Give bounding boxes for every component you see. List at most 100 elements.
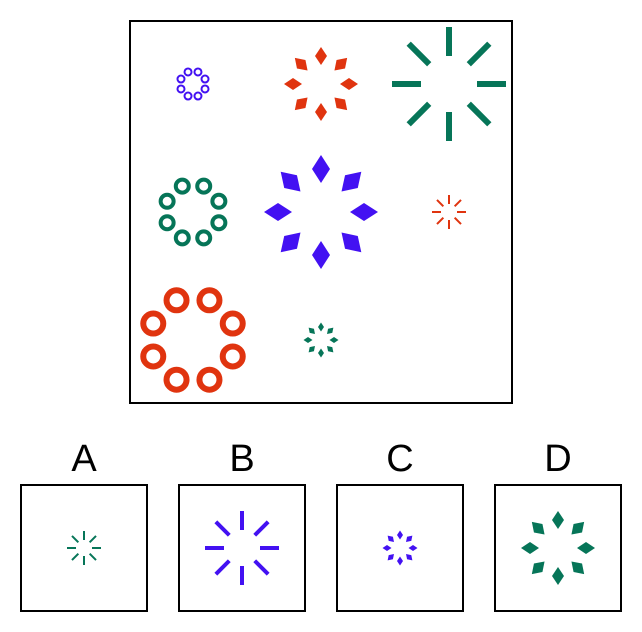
- ring-diamond-element: [318, 348, 324, 358]
- ring-diamond-element: [308, 346, 315, 353]
- ring-line-element: [71, 535, 80, 544]
- ring-circle-element: [183, 91, 193, 101]
- ring-line-element: [466, 41, 492, 67]
- ring-diamond-element: [312, 155, 330, 183]
- ring-line-element: [406, 41, 432, 67]
- ring-diamond-element: [531, 521, 545, 535]
- ring-circle-element: [193, 91, 203, 101]
- ring-circle-element: [163, 366, 190, 393]
- ring-diamond-element: [341, 232, 362, 253]
- ring-diamond-element: [340, 78, 358, 90]
- grid-cell-r2c2-ring-diamond: [264, 155, 378, 269]
- grid-cell-r1c2-ring-diamond: [284, 47, 358, 121]
- ring-diamond-element: [552, 567, 564, 585]
- ring-line-element: [253, 520, 270, 537]
- ring-circle-element: [163, 287, 190, 314]
- ring-diamond-element: [521, 542, 539, 554]
- ring-circle-element: [210, 192, 228, 210]
- ring-diamond-element: [303, 337, 313, 343]
- ring-diamond-element: [531, 561, 545, 575]
- option-c-box[interactable]: [336, 484, 464, 612]
- ring-circle-element: [183, 67, 193, 77]
- option-d-label: D: [544, 438, 571, 480]
- option-c-label: C: [386, 438, 413, 480]
- ring-line-element: [453, 199, 462, 208]
- ring-line-element: [214, 520, 231, 537]
- ring-circle-element: [140, 310, 167, 337]
- ring-diamond-element: [406, 535, 413, 542]
- ring-diamond-element: [308, 327, 315, 334]
- ring-circle-element: [173, 229, 191, 247]
- ring-circle-element: [193, 67, 203, 77]
- answer-options: A B C D: [20, 438, 622, 612]
- ring-diamond-element: [334, 97, 348, 111]
- ring-line-element: [406, 101, 432, 127]
- ring-circle-element: [200, 84, 210, 94]
- ring-diamond-element: [294, 97, 308, 111]
- ring-diamond-element: [397, 530, 403, 540]
- ring-line-element: [88, 535, 97, 544]
- ring-diamond-element: [387, 554, 394, 561]
- ring-line-element: [436, 216, 445, 225]
- ring-circle-element: [176, 74, 186, 84]
- grid-cell-r1c3-ring-line: [392, 27, 506, 141]
- option-a-figure-ring-line: [67, 531, 101, 565]
- option-c[interactable]: C: [336, 438, 464, 612]
- ring-circle-element: [196, 287, 223, 314]
- option-a-box[interactable]: [20, 484, 148, 612]
- ring-diamond-element: [406, 554, 413, 561]
- ring-line-element: [453, 216, 462, 225]
- option-b-figure-ring-line: [205, 511, 279, 585]
- ring-line-element: [88, 552, 97, 561]
- ring-diamond-element: [341, 171, 362, 192]
- ring-circle-element: [196, 366, 223, 393]
- ring-diamond-element: [334, 57, 348, 71]
- ring-circle-element: [210, 214, 228, 232]
- option-a-label: A: [71, 438, 97, 480]
- option-b-label: B: [229, 438, 254, 480]
- ring-diamond-element: [382, 545, 392, 551]
- grid-cell-r1c1-ring-circle: [176, 67, 210, 101]
- ring-diamond-element: [350, 203, 378, 221]
- ring-circle-element: [200, 74, 210, 84]
- ring-circle-element: [219, 310, 246, 337]
- ring-diamond-element: [264, 203, 292, 221]
- ring-circle-element: [158, 192, 176, 210]
- ring-diamond-element: [294, 57, 308, 71]
- ring-diamond-element: [327, 327, 334, 334]
- grid-cell-r3c2-ring-diamond: [303, 322, 339, 358]
- ring-diamond-element: [387, 535, 394, 542]
- ring-diamond-element: [315, 47, 327, 65]
- ring-line-element: [253, 559, 270, 576]
- ring-diamond-element: [284, 78, 302, 90]
- ring-diamond-element: [280, 232, 301, 253]
- option-b-box[interactable]: [178, 484, 306, 612]
- option-d-box[interactable]: [494, 484, 622, 612]
- ring-circle-element: [195, 177, 213, 195]
- grid-cell-r2c1-ring-circle: [158, 177, 228, 247]
- option-c-figure-ring-diamond: [382, 530, 418, 566]
- option-d[interactable]: D: [494, 438, 622, 612]
- ring-line-element: [466, 101, 492, 127]
- ring-line-element: [214, 559, 231, 576]
- ring-line-element: [436, 199, 445, 208]
- ring-diamond-element: [312, 241, 330, 269]
- ring-line-element: [71, 552, 80, 561]
- ring-circle-element: [140, 343, 167, 370]
- ring-diamond-element: [571, 561, 585, 575]
- grid-cell-r3c1-ring-circle: [140, 287, 246, 393]
- ring-diamond-element: [571, 521, 585, 535]
- ring-circle-element: [195, 229, 213, 247]
- ring-circle-element: [219, 343, 246, 370]
- ring-circle-element: [176, 84, 186, 94]
- ring-diamond-element: [315, 103, 327, 121]
- ring-diamond-element: [280, 171, 301, 192]
- ring-circle-element: [158, 214, 176, 232]
- ring-diamond-element: [408, 545, 418, 551]
- ring-diamond-element: [327, 346, 334, 353]
- option-d-figure-ring-diamond: [521, 511, 595, 585]
- option-b[interactable]: B: [178, 438, 306, 612]
- option-a[interactable]: A: [20, 438, 148, 612]
- puzzle-grid: [129, 20, 513, 404]
